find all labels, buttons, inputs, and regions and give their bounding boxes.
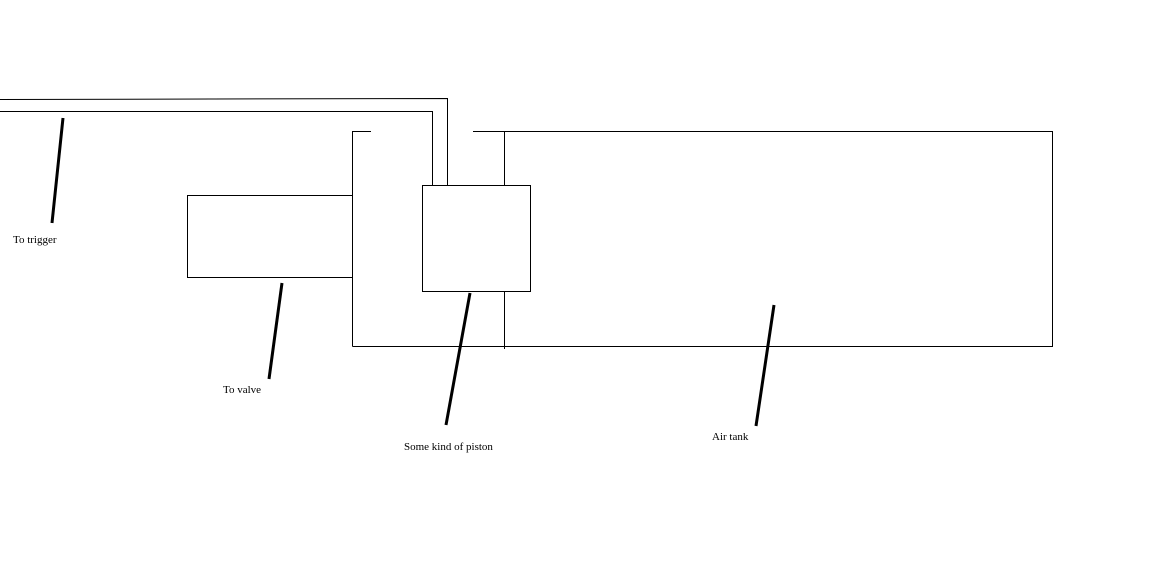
trigger-tube-outer-line	[0, 97, 448, 185]
trigger-tube-inner-line	[0, 111, 433, 185]
cylinder-left-top-line	[352, 131, 371, 347]
pointer-lines	[50, 117, 776, 427]
label-to-trigger: To trigger	[13, 234, 57, 246]
label-air-tank: Air tank	[712, 431, 749, 443]
label-piston: Some kind of piston	[404, 441, 493, 453]
tank-outline	[352, 131, 1053, 347]
label-to-valve: To valve	[223, 384, 261, 396]
piston-pointer-line	[444, 292, 472, 426]
trigger-tube	[0, 97, 448, 185]
valve-box	[187, 195, 353, 278]
cylinder-housing	[352, 131, 1053, 349]
valve-pointer-line	[267, 282, 284, 380]
tank-pointer-line	[754, 304, 776, 427]
piston-box	[422, 185, 531, 292]
trigger-pointer-line	[50, 117, 65, 224]
